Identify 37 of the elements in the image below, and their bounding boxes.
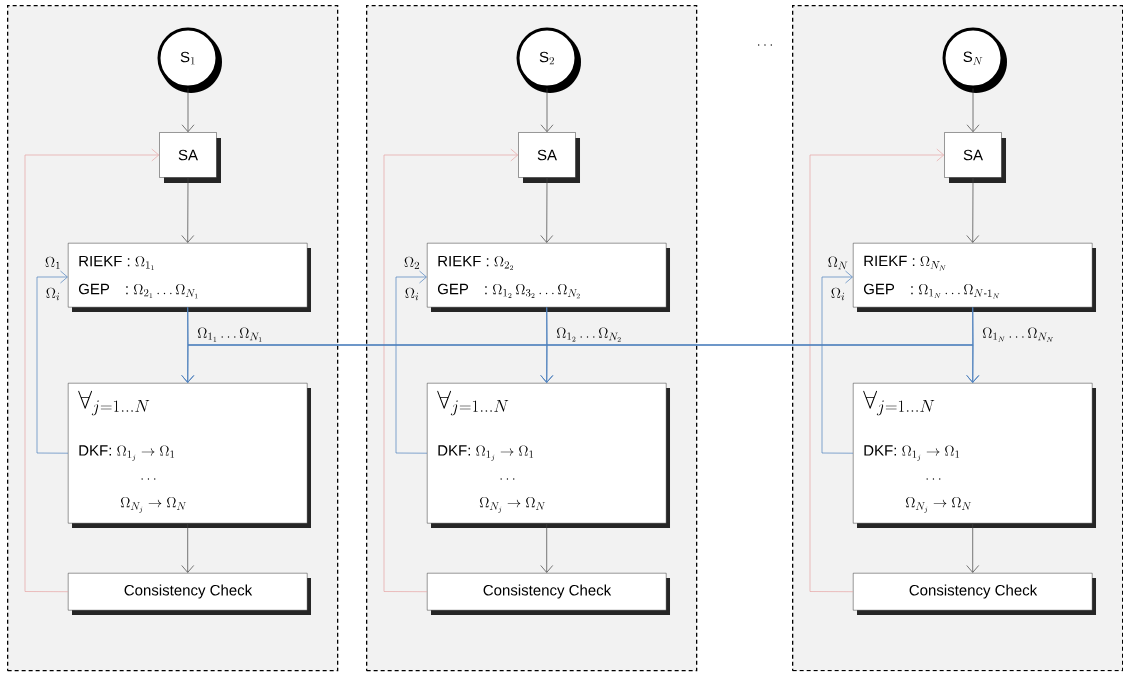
filter-box: $\text{RIEKF : }\Omega_{1_1}$ $\text{GEP\quad : }\Omega_{2_1}\ldots\Omega_{N_1}$ (68, 243, 311, 312)
arrow (821, 270, 854, 454)
arrow (966, 523, 980, 573)
arrow (966, 88, 980, 133)
process-box: Consistency Check (68, 573, 311, 615)
process-box: $\forall_{j=1\ldots N}$ $\text{DKF: }\Omega_{1_j}\rightarrow\Omega_1$ $\ldots$ $\Omega_{N_j}\rightarrow\Omega_N$ (68, 383, 311, 528)
process-box: Consistency Check (853, 573, 1096, 615)
process-box: $\forall_{j=1\ldots N}$ $\text{DKF: }\Omega_{1_j}\rightarrow\Omega_1$ $\ldots$ $\Omega_{N_j}\rightarrow\Omega_N$ (427, 383, 670, 528)
arrow (540, 523, 554, 573)
symbol-label: $\Omega_N$ (828, 256, 848, 270)
process-box: SA (159, 132, 221, 183)
arrow (540, 177, 554, 243)
arrow (36, 270, 69, 454)
edge-label: $\Omega_{1_2}\ldots\Omega_{N_2}$ (556, 327, 621, 342)
arrow (966, 177, 980, 243)
symbol-label: $\Omega_2$ (404, 256, 419, 269)
arrow (181, 88, 195, 133)
process-box: Consistency Check (427, 573, 670, 615)
symbol-label: $\Omega_i$ (831, 287, 845, 301)
process-box: $\forall_{j=1\ldots N}$ $\text{DKF: }\Omega_{1_j}\rightarrow\Omega_1$ $\ldots$ $\Omega_{N_j}\rightarrow\Omega_N$ (853, 383, 1096, 528)
filter-box: $\text{RIEKF : }\Omega_{2_2}$ $\text{GEP\quad : }\Omega_{1_2}\,\Omega_{3_2}\ldots\Omega_{N_2}$ (427, 243, 670, 312)
process-box: SA (518, 132, 580, 183)
arrow (24, 148, 160, 593)
edge-label: $\Omega_{1_1}\ldots\Omega_{N_1}$ (197, 327, 262, 342)
symbol-label: $\Omega_i$ (46, 287, 60, 301)
arrow (181, 523, 195, 573)
arrow (809, 148, 945, 593)
arrow (181, 177, 195, 243)
arrow (540, 88, 554, 133)
arrow (383, 148, 519, 593)
filter-box: $\text{RIEKF : }\Omega_{N_N}$ $\text{GEP\quad : }\Omega_{1_N}\ldots\Omega_{N\text{-}1_N}$ (853, 243, 1096, 312)
symbol-label: $\Omega_1$ (45, 256, 60, 269)
edge-label: $\Omega_{1_N}\ldots\Omega_{N_N}$ (982, 327, 1053, 342)
ellipsis: $\ldots$ (758, 44, 772, 46)
process-box: SA (944, 132, 1006, 183)
symbol-label: $\Omega_i$ (405, 287, 419, 301)
arrow (395, 270, 428, 454)
